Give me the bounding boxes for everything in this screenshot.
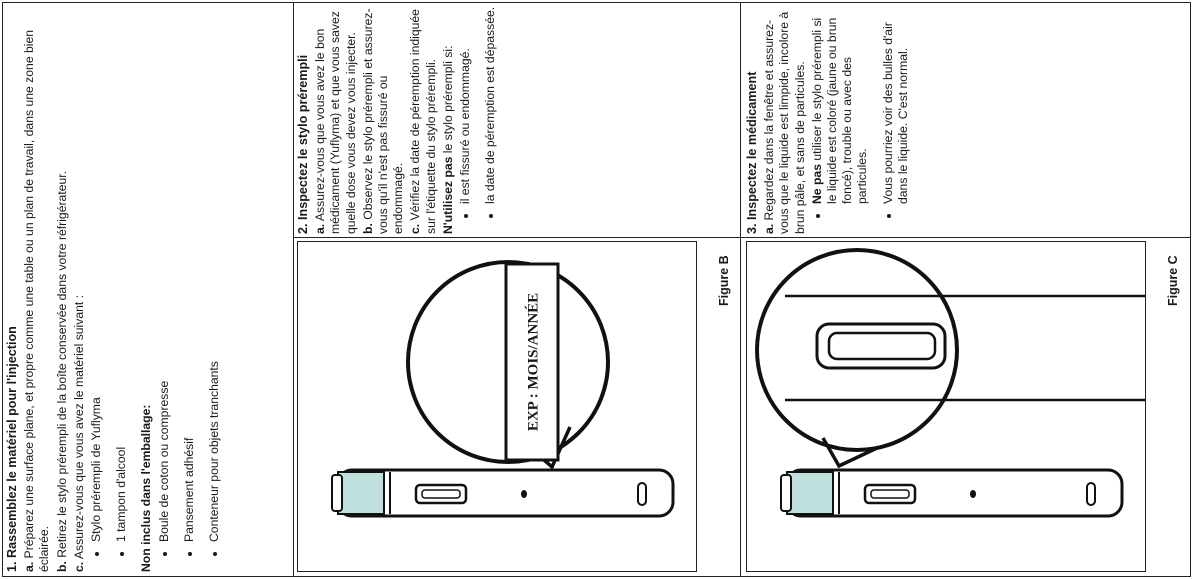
- warning: N'utilisez pas le stylo prérempli si:: [440, 45, 455, 235]
- list-item: Ne pas utiliser le stylo prérempli si le…: [810, 6, 871, 204]
- step-3a: a. Regardez dans la fenêtre et assurez-v…: [762, 11, 807, 234]
- section-3-text: 3. Inspectez le médicament a. Regardez d…: [745, 6, 1185, 234]
- column-divider-2: [740, 2, 741, 577]
- medicine-list: Ne pas utiliser le stylo prérempli si le…: [810, 6, 911, 234]
- section-1-title: 1. Rassemblez le matériel pour l'injecti…: [5, 326, 19, 572]
- list-item: Conteneur pour objets tranchants: [207, 7, 222, 542]
- section-1-text: 1. Rassemblez le matériel pour l'injecti…: [5, 7, 290, 572]
- list-item: 1 tampon d'alcool: [114, 7, 129, 542]
- step-1c: c. Assurez-vous que vous avez le matérie…: [71, 294, 86, 572]
- prefilled-pen: [331, 468, 675, 518]
- step-1a: a. Préparez une surface plane, et propre…: [22, 29, 52, 572]
- step-2a: a. Assurez-vous que vous avez le bon méd…: [313, 11, 358, 234]
- row-divider-2: [293, 237, 740, 238]
- figure-c-frame: [746, 241, 1146, 572]
- not-included-list: Boule de coton ou compresse Pansement ad…: [157, 7, 223, 572]
- magnifier: [406, 260, 610, 470]
- figure-b-illustration: [331, 260, 675, 518]
- list-item: il est fissuré ou endommagé.: [458, 6, 473, 204]
- magnifier: [755, 248, 1145, 469]
- section-2-text: 2. Inspectez le stylo prérempli a. Assur…: [296, 6, 736, 234]
- list-item: Pansement adhésif: [182, 7, 197, 542]
- figure-c-illustration: [755, 248, 1145, 518]
- warning-list: il est fissuré ou endommagé. la date de …: [458, 6, 498, 234]
- list-item: Vous pourriez voir des bulles d'air dans…: [881, 6, 911, 204]
- row-divider-3: [740, 237, 1191, 238]
- list-item: Boule de coton ou compresse: [157, 7, 172, 542]
- step-2c: c. Vérifiez la date de péremption indiqu…: [408, 9, 438, 234]
- step-2b: b. Observez le stylo prérempli et assure…: [360, 8, 406, 234]
- column-divider-1: [293, 2, 294, 577]
- included-list: Stylo prérempli de Yuflyma 1 tampon d'al…: [89, 7, 129, 572]
- section-3-title: 3. Inspectez le médicament: [745, 71, 759, 234]
- not-included-title: Non inclus dans l'emballage:: [139, 404, 154, 572]
- prefilled-pen: [780, 468, 1124, 518]
- list-item: la date de péremption est dépassée.: [483, 6, 498, 204]
- figure-b-frame: EXP : MOIS/ANNÉE: [297, 241, 697, 572]
- step-1b: b. Retirez le stylo prérempli de la boît…: [54, 170, 69, 572]
- list-item: Stylo prérempli de Yuflyma: [89, 7, 104, 542]
- section-2-title: 2. Inspectez le stylo prérempli: [296, 54, 310, 234]
- expiry-label: EXP : MOIS/ANNÉE: [525, 292, 542, 432]
- figure-b-label: Figure B: [717, 255, 731, 306]
- figure-c-label: Figure C: [1166, 255, 1180, 306]
